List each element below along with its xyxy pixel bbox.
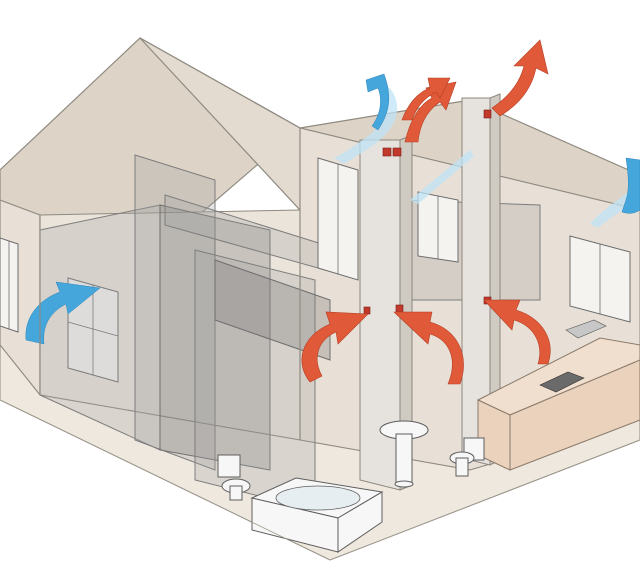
interior-partitions	[39, 154, 541, 511]
partition-3	[159, 204, 271, 471]
warm-arrow-exhaust-right-icon	[491, 39, 549, 117]
cool-arrow-kitchen-icon	[621, 157, 640, 214]
warm-arrow-shaft-left-icon	[393, 311, 464, 385]
counter-side	[509, 359, 640, 471]
structural-outlines	[0, 128, 640, 561]
wall-vent-grille-2	[395, 304, 404, 313]
toilet-left-icon	[217, 454, 251, 501]
bathtub-basin	[275, 485, 361, 511]
roof-vent-grille-left-2	[392, 147, 402, 157]
window-left-edge	[0, 237, 19, 333]
cool-arrow-roof-icon	[365, 73, 390, 131]
roof-vent-grille-left	[382, 147, 392, 157]
warm-arrow-exhaust-left-2-icon	[401, 77, 451, 121]
wall-vent-grille-1	[363, 306, 371, 315]
bathroom-fixtures	[217, 420, 485, 553]
window-back-center	[317, 157, 359, 281]
warm-arrow-bathroom-icon	[301, 311, 369, 383]
kitchen-counter	[476, 319, 640, 471]
sink-icon	[565, 319, 607, 339]
partition-6	[214, 259, 331, 361]
warm-arrow-kitchen-icon	[483, 299, 551, 365]
roof-vent-grille-right	[483, 109, 492, 119]
toilet-right-icon	[449, 437, 485, 477]
fresh-air-stream-roof	[334, 80, 398, 164]
window-kitchen	[569, 235, 631, 323]
warm-arrow-exhaust-left-icon	[404, 81, 457, 143]
stove-icon	[539, 371, 585, 393]
window-back-right	[417, 191, 459, 263]
warm-airflow-arrows	[301, 39, 551, 385]
bathtub-icon	[250, 477, 384, 553]
cool-airflow-arrows	[25, 73, 640, 345]
washbasin-icon	[379, 420, 429, 488]
fresh-air-stream-back	[410, 150, 474, 204]
